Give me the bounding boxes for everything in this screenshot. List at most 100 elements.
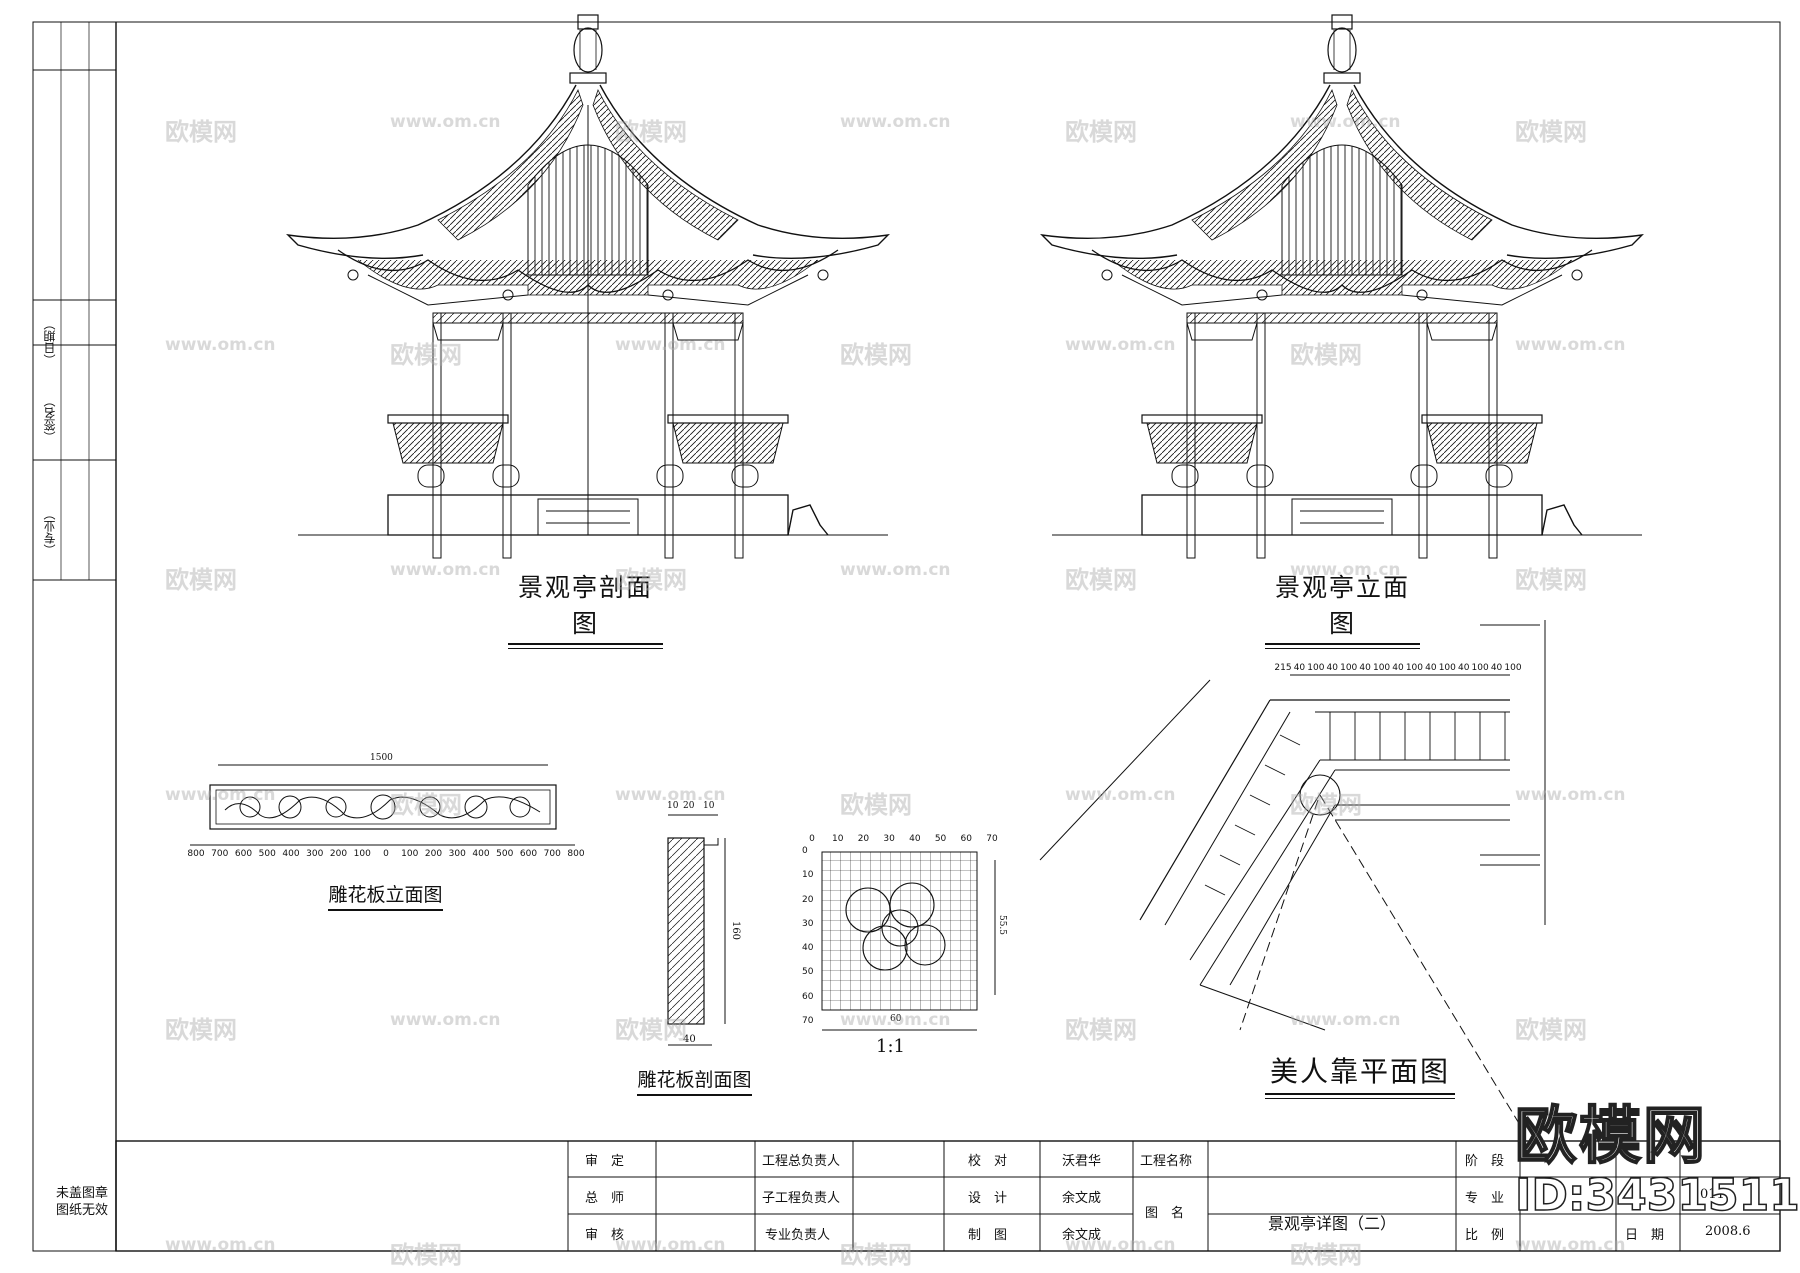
tb-checker-name: 沃君华: [1062, 1154, 1102, 1169]
benchDims-label: 100: [1307, 663, 1325, 673]
gridY-label: 60: [802, 991, 814, 1002]
gridX-label: 60: [960, 834, 973, 844]
benchDims-label: 40: [1490, 663, 1503, 673]
detail-mark: 1:1: [876, 1036, 905, 1057]
axisLabels-label: 300: [448, 849, 466, 859]
tb-date-label: 日 期: [1625, 1228, 1665, 1243]
tb-drawing-name-label: 图 名: [1145, 1206, 1185, 1221]
gridY-label: 0: [802, 846, 808, 856]
gridY-label: 30: [802, 918, 814, 929]
tb-discipline-lead: 专业负责人: [765, 1228, 831, 1243]
tb-draft: 制 图: [968, 1228, 1008, 1243]
section-top-dim-1: 10: [667, 801, 679, 811]
section-height-dim: 160: [730, 920, 742, 941]
side-label-signature: （签名）: [43, 395, 57, 443]
grid-detail: [821, 851, 996, 1031]
gridX-label: 50: [934, 834, 947, 844]
tb-scale-label: 比 例: [1465, 1228, 1505, 1243]
benchDims-label: 100: [1405, 663, 1424, 673]
grid-y-axis: 0 10 20 30 40 50 60 70: [802, 846, 816, 1026]
benchDims-label: 100: [1504, 663, 1522, 673]
benchDims-label: 100: [1372, 663, 1391, 673]
axisLabels-label: 700: [543, 849, 561, 859]
benchDims-label: 40: [1326, 663, 1339, 673]
tb-date: 2008.6: [1705, 1224, 1751, 1239]
tb-designer-name: 余文成: [1062, 1191, 1102, 1206]
axisLabels-label: 600: [519, 849, 538, 859]
section-base-dim: 40: [683, 1034, 696, 1045]
gridX-label: 20: [857, 834, 870, 844]
gridX-label: 0: [809, 834, 815, 844]
gridY-label: 40: [802, 943, 814, 954]
section-view-title: 景观亭剖面图: [508, 568, 663, 649]
benchDims-label: 40: [1359, 663, 1371, 673]
benchDims-label: 40: [1293, 663, 1306, 673]
axisLabels-label: 800: [567, 849, 585, 859]
tb-discipline-label: 专 业: [1465, 1191, 1505, 1206]
brand-logo: 欧模网: [1514, 1098, 1708, 1173]
side-label-date: （日期）: [43, 318, 57, 366]
tb-project-lead: 工程总负责人: [762, 1154, 841, 1169]
tb-sub-lead: 子工程负责人: [762, 1191, 841, 1206]
axisLabels-label: 0: [383, 849, 389, 859]
carved-board-section-title: 雕花板剖面图: [637, 1065, 752, 1096]
bench-plan-title: 美人靠平面图: [1265, 1050, 1455, 1099]
axisLabels-label: 200: [329, 849, 348, 859]
tb-stage-label: 阶 段: [1465, 1154, 1505, 1169]
benchDims-label: 40: [1457, 663, 1470, 673]
tb-drawing-name: 景观亭详图（二）: [1268, 1214, 1397, 1233]
tb-check: 校 对: [968, 1154, 1008, 1169]
tb-chief: 总 师: [585, 1191, 625, 1206]
benchDims-label: 40: [1425, 663, 1437, 673]
elevation-view-title: 景观亭立面图: [1265, 568, 1420, 649]
benchDims-label: 100: [1438, 663, 1456, 673]
carved-board-elevation: [190, 764, 575, 846]
axisLabels-label: 500: [496, 849, 514, 859]
tb-drawing-no: 011: [1700, 1187, 1725, 1202]
axisLabels-label: 700: [211, 849, 229, 859]
side-label-discipline: （专业）: [43, 508, 57, 556]
tb-approve: 审 定: [585, 1154, 625, 1169]
tb-review: 审 核: [585, 1228, 625, 1243]
pavilion-elevation-drawing: [1041, 14, 1643, 559]
tb-project-name-label: 工程名称: [1140, 1154, 1193, 1169]
gridX-label: 30: [883, 834, 895, 844]
gridX-label: 40: [909, 834, 921, 844]
gridY-label: 10: [802, 870, 814, 881]
grid-width-dim: 60: [890, 1014, 902, 1024]
tb-drafter-name: 余文成: [1062, 1228, 1102, 1243]
gridY-label: 20: [802, 894, 814, 905]
axisLabels-label: 200: [424, 849, 443, 859]
gridY-label: 50: [802, 967, 814, 978]
tb-design: 设 计: [968, 1191, 1008, 1206]
benchDims-label: 100: [1471, 663, 1489, 673]
bench-plan-drawing: [1039, 620, 1546, 1126]
benchDims-label: 215: [1274, 663, 1292, 673]
gridX-label: 70: [986, 834, 998, 844]
carved-board-section: [667, 814, 726, 1046]
grid-height-dim: 55.5: [997, 914, 1008, 936]
axisLabels-label: 100: [353, 849, 371, 859]
section-top-dim-3: 10: [703, 801, 715, 811]
axisLabels-label: 600: [234, 849, 253, 859]
carved-board-elevation-title: 雕花板立面图: [328, 880, 443, 911]
stamp-note-line1: 未盖图章: [56, 1186, 109, 1201]
gridY-label: 70: [802, 1016, 814, 1026]
benchDims-label: 100: [1340, 663, 1358, 673]
axisLabels-label: 500: [258, 849, 276, 859]
axisLabels-label: 400: [472, 849, 490, 859]
carved-board-width: 1500: [370, 753, 393, 763]
axisLabels-label: 400: [282, 849, 300, 859]
gridX-label: 10: [831, 834, 844, 844]
grid-x-axis: 0 10 20 30 40 50 60 70: [809, 834, 998, 846]
brand-id: ID:3431511: [1514, 1169, 1800, 1222]
axisLabels-label: 100: [401, 849, 419, 859]
axisLabels-label: 800: [187, 849, 205, 859]
section-top-dim-2: 20: [683, 801, 695, 811]
pavilion-section-drawing: [287, 14, 889, 559]
benchDims-label: 40: [1392, 663, 1404, 673]
stamp-note-line2: 图纸无效: [56, 1203, 109, 1218]
